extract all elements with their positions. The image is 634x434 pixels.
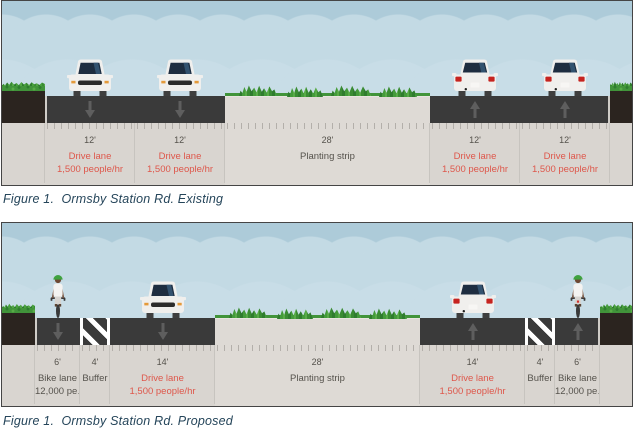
dirt-edge: [610, 89, 632, 123]
grass-strip: [2, 85, 45, 91]
edge-section-right: [599, 223, 632, 406]
drive-lane-section: 12' Drive lane 1,500 people/hr: [134, 1, 225, 185]
car-front-icon: [139, 281, 186, 318]
bush: [379, 86, 417, 97]
figure-caption-existing: Figure 1. Ormsby Station Rd. Existing: [3, 192, 224, 206]
drive-lane-section: 14' Drive lane 1,500 people/hr: [109, 223, 215, 406]
lane-label: 12' Drive lane 1,500 people/hr: [146, 135, 214, 175]
bush: [277, 308, 313, 319]
grass-strip: [610, 85, 632, 91]
lane-arrow-up-icon: [470, 101, 480, 118]
lane-arrow-down-icon: [85, 101, 95, 118]
lane-label: 6' Bike lane 12,000 pe…: [35, 357, 87, 397]
lane-arrow-up-icon: [467, 323, 478, 340]
buffer-stripes: [80, 318, 110, 345]
bush: [239, 85, 277, 96]
lane-label: 28' Planting strip: [300, 135, 355, 162]
car-front-icon: [157, 59, 203, 96]
grass-strip: [600, 307, 632, 313]
bush: [331, 85, 371, 96]
bike-lane-section: 6' Bike lane 12,000 pe…: [554, 223, 607, 406]
lane-arrow-down-icon: [52, 323, 63, 340]
buffer-section: 4' Buffer: [524, 223, 555, 406]
bush: [287, 86, 323, 97]
drive-lane-section: 12' Drive lane 1,500 people/hr: [429, 1, 520, 185]
clouds: [2, 1, 632, 51]
drive-lane-section: 14' Drive lane 1,500 people/hr: [419, 223, 525, 406]
edge-section-left: [2, 1, 45, 185]
clouds: [2, 223, 632, 273]
car-front-icon: [67, 59, 113, 96]
dirt-edge: [2, 89, 45, 123]
cyclist-rear-icon: [570, 275, 585, 318]
lane-label: 4' Buffer: [527, 357, 553, 384]
lane-label: 28' Planting strip: [290, 357, 345, 384]
bush: [229, 307, 267, 318]
lane-label: 12' Drive lane 1,500 people/hr: [441, 135, 509, 175]
lane-label: 12' Drive lane 1,500 people/hr: [531, 135, 599, 175]
planting-strip-section: 28' Planting strip: [224, 1, 430, 185]
planting-strip-section: 28' Planting strip: [214, 223, 420, 406]
cyclist-front-icon: [50, 275, 65, 318]
buffer-stripes: [525, 318, 555, 345]
edge-section-right: [609, 1, 632, 185]
lane-label: 4' Buffer: [82, 357, 108, 384]
lane-arrow-down-icon: [157, 323, 168, 340]
figure-caption-proposed: Figure 1. Ormsby Station Rd. Proposed: [3, 414, 233, 428]
dirt-edge: [2, 311, 35, 345]
figure-existing-image[interactable]: 12' Drive lane 1,500 people/hr 12' Drive…: [1, 0, 633, 186]
buffer-section: 4' Buffer: [79, 223, 110, 406]
bush: [321, 307, 361, 318]
grass-strip: [215, 315, 420, 318]
lane-label: 6' Bike lane 12,000 pe…: [555, 357, 607, 397]
lane-label: 14' Drive lane 1,500 people/hr: [439, 357, 506, 397]
figure-proposed-image[interactable]: 6' Bike lane 12,000 pe… 4' Buffer 14' Dr…: [1, 222, 633, 407]
lane-arrow-up-icon: [572, 323, 583, 340]
drive-lane-section: 12' Drive lane 1,500 people/hr: [44, 1, 135, 185]
edge-section-left: [2, 223, 35, 406]
grass-strip: [2, 307, 35, 313]
car-rear-icon: [542, 59, 588, 96]
lane-arrow-up-icon: [560, 101, 570, 118]
bike-lane-section: 6' Bike lane 12,000 pe…: [34, 223, 87, 406]
lane-label: 12' Drive lane 1,500 people/hr: [56, 135, 124, 175]
car-rear-icon: [449, 281, 496, 318]
bush: [369, 308, 407, 319]
grass-strip: [225, 93, 430, 96]
car-rear-icon: [452, 59, 498, 96]
lane-label: 14' Drive lane 1,500 people/hr: [129, 357, 196, 397]
drive-lane-section: 12' Drive lane 1,500 people/hr: [519, 1, 610, 185]
dirt-edge: [600, 311, 632, 345]
lane-arrow-down-icon: [175, 101, 185, 118]
